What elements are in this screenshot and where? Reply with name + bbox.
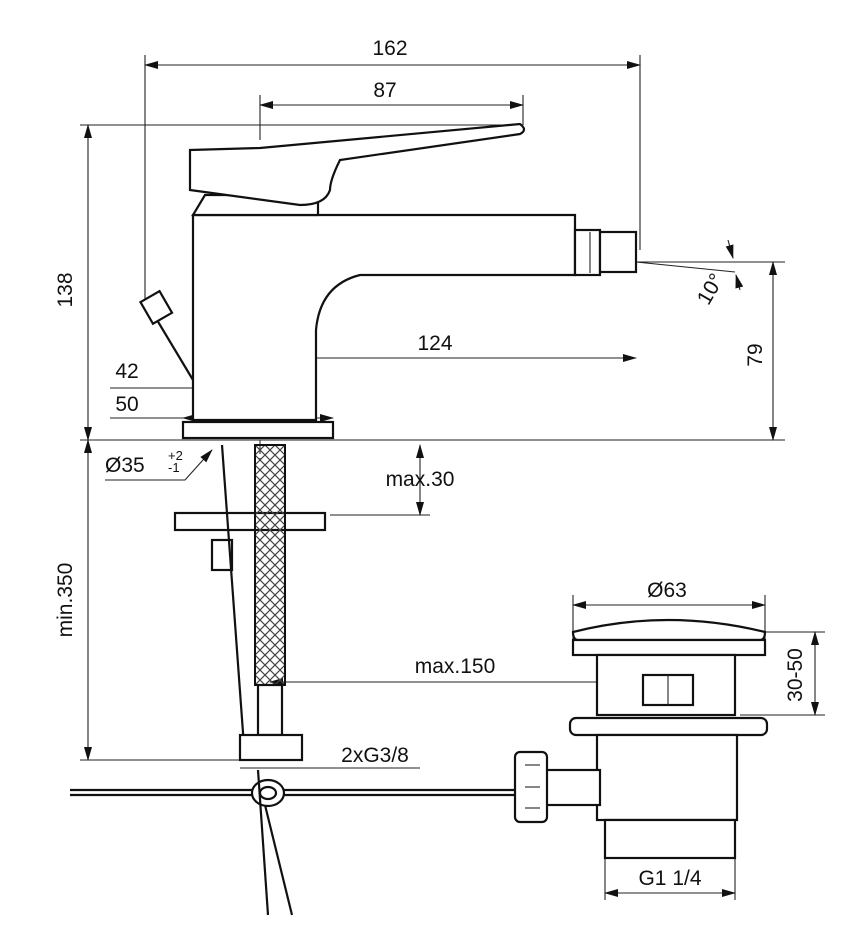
dim-min350-label: min.350: [54, 563, 77, 638]
dim-30-50-label: 30-50: [784, 648, 807, 702]
dim-max30-label: max.30: [386, 468, 455, 491]
dim-thread-label: G1 1/4: [638, 867, 701, 890]
dim-138-label: 138: [54, 272, 77, 307]
dim-angle-label: 10°: [693, 270, 729, 309]
dim-hole-label: Ø35: [105, 454, 145, 477]
pop-up-waste: [513, 618, 769, 860]
dim-87-label: 87: [373, 79, 396, 102]
dim-63-label: Ø63: [647, 579, 687, 602]
fixing-assembly: [70, 444, 520, 916]
dim-124-label: 124: [417, 332, 452, 355]
dim-162-label: 162: [372, 37, 407, 60]
dim-79-label: 79: [744, 343, 767, 366]
dim-hole-tol-minus: -1: [168, 460, 180, 475]
dim-42-label: 42: [115, 360, 138, 383]
mixer-body: [138, 122, 638, 440]
dim-max150-label: max.150: [415, 655, 496, 678]
dim-50-label: 50: [115, 393, 138, 416]
dim-connection-label: 2xG3/8: [341, 744, 409, 767]
dim-hole-tol-plus: +2: [168, 448, 183, 463]
